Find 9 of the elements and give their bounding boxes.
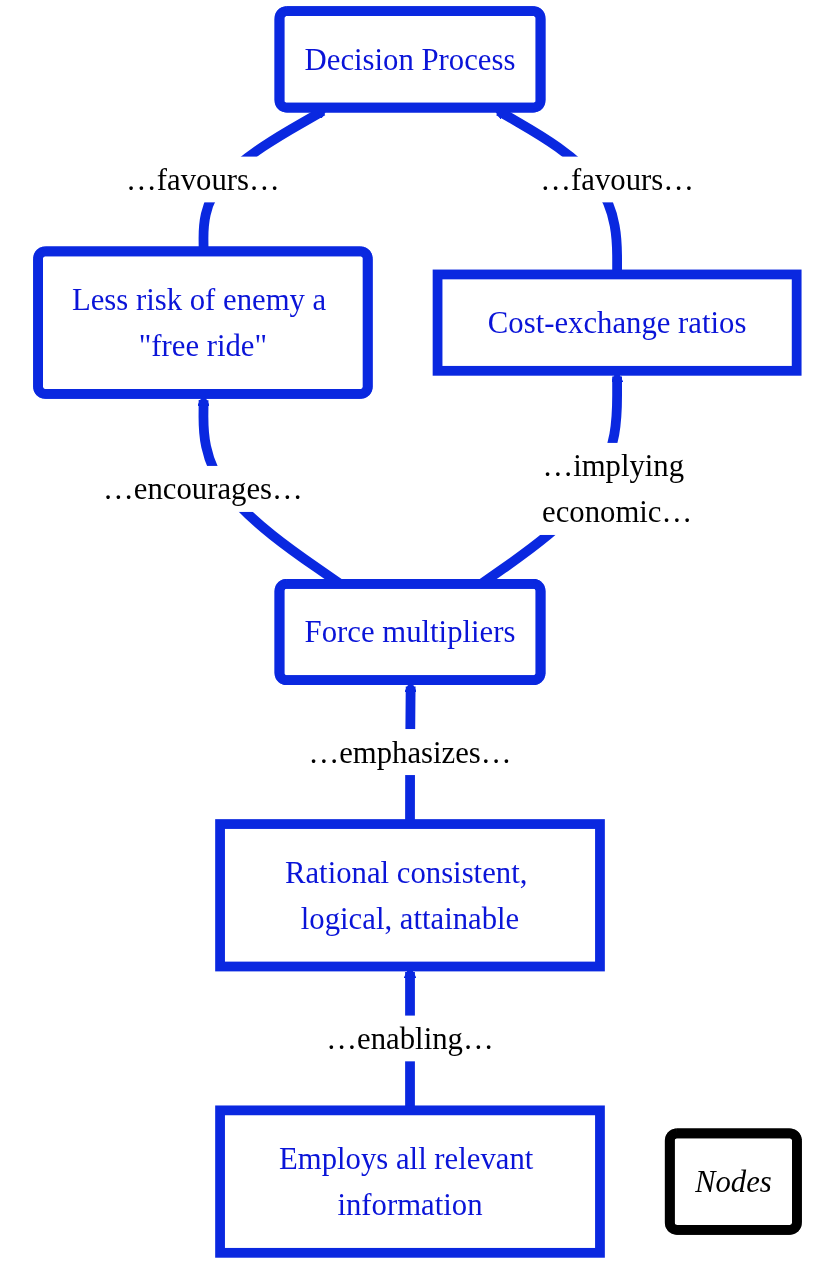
edge-label: …encourages… bbox=[103, 471, 303, 507]
node-box: Employs all relevant information bbox=[215, 1105, 605, 1258]
edge-label: …favours… bbox=[540, 162, 694, 197]
node-box: Rational consistent, logical, attainable bbox=[215, 819, 605, 972]
edge-label: …implying economic… bbox=[542, 448, 693, 530]
edge-label: …favours… bbox=[126, 162, 280, 197]
edge-label: …emphasizes… bbox=[308, 734, 512, 770]
node-box: Cost-exchange ratios bbox=[432, 269, 802, 376]
edge-label: …enabling… bbox=[326, 1020, 494, 1056]
